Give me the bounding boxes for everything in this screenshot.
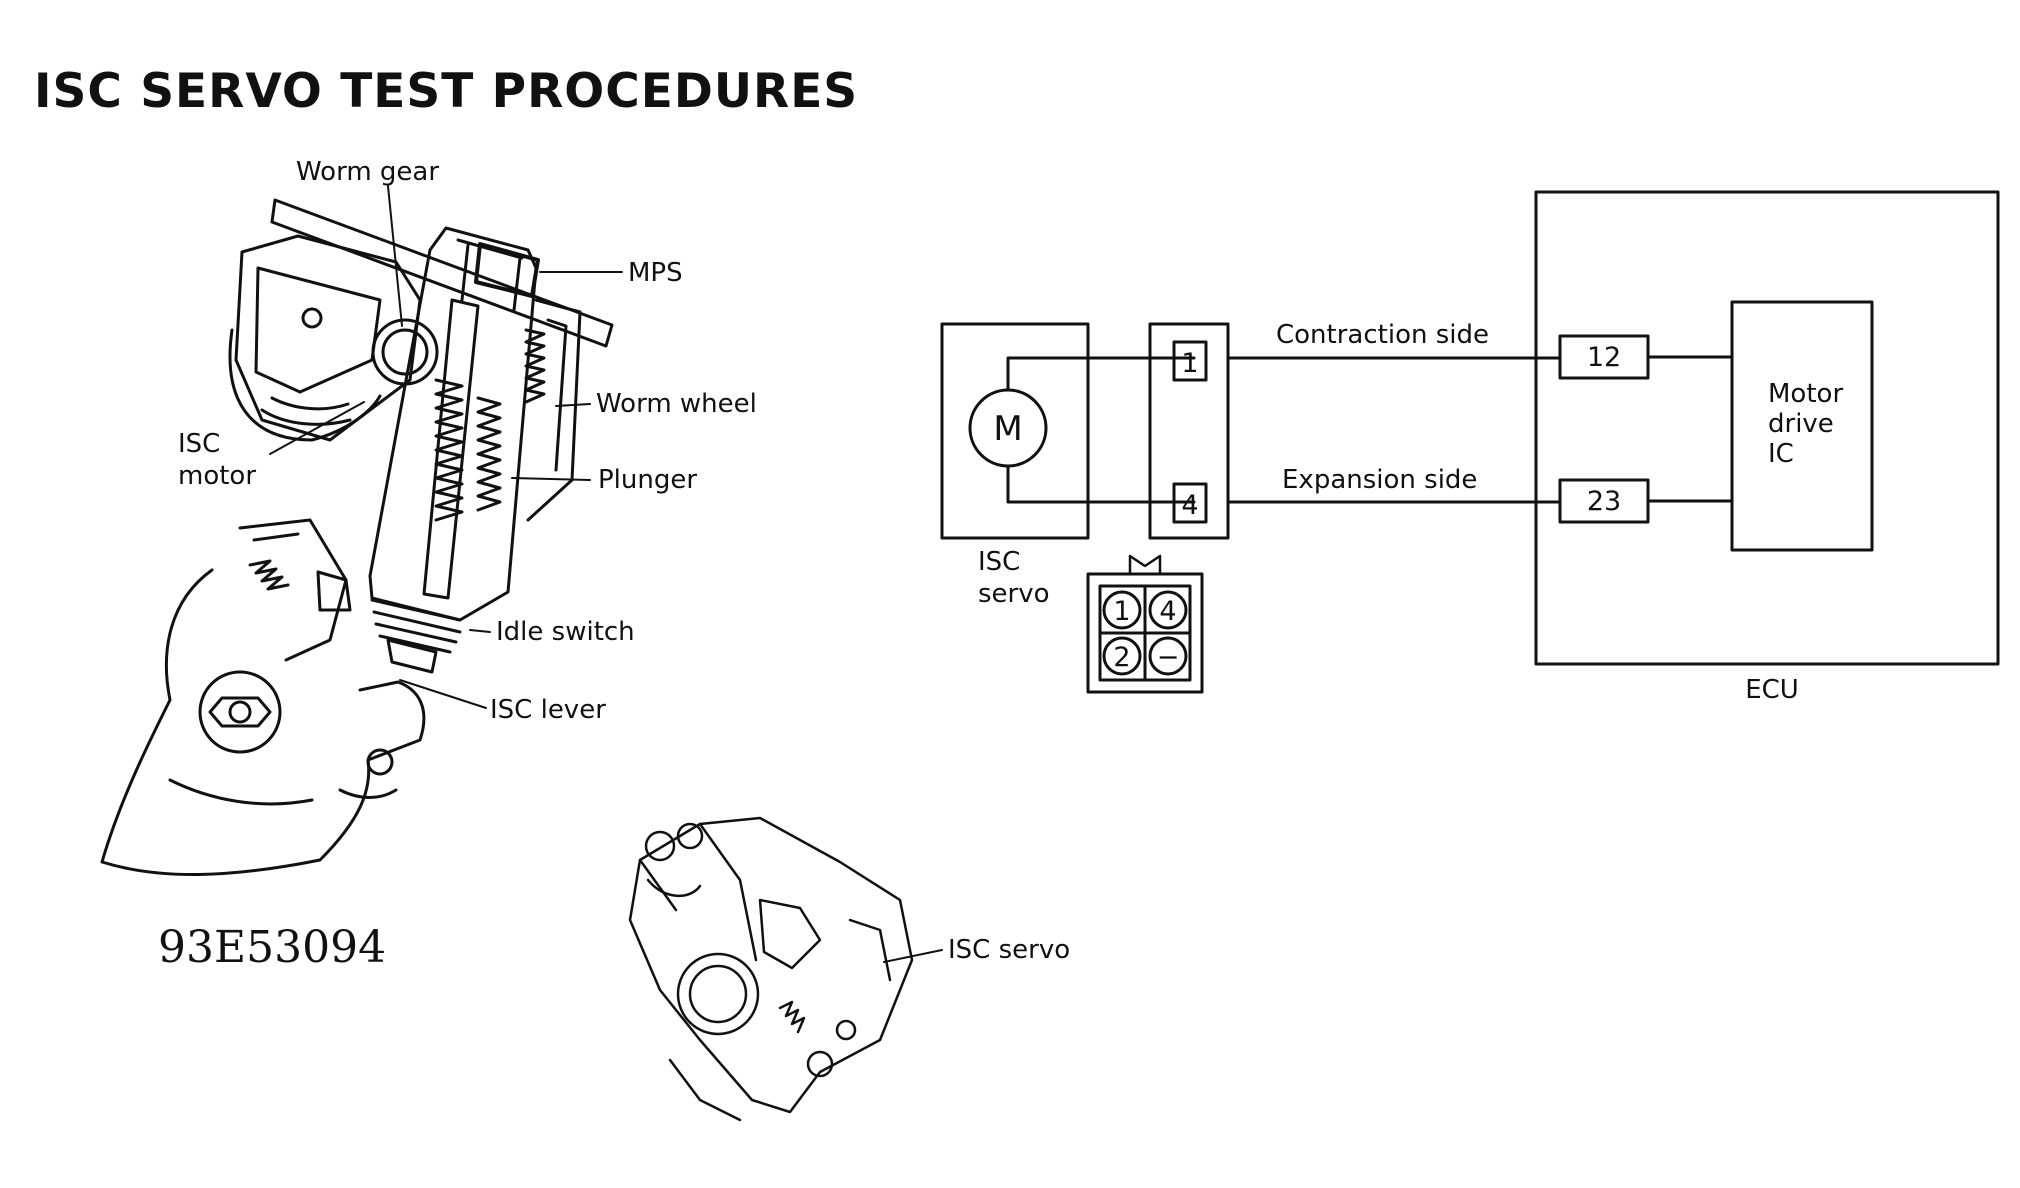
connector-block [1148, 322, 1230, 540]
motor-drive-ic-box [1730, 300, 1874, 552]
label-expansion-side: Expansion side [1282, 465, 1477, 495]
label-worm-wheel: Worm wheel [596, 389, 757, 419]
label-isc-motor-line1: ISC [178, 429, 220, 459]
label-contraction-side: Contraction side [1276, 320, 1489, 350]
face-pin-2: 2 [1113, 642, 1130, 673]
label-idle-switch: Idle switch [496, 617, 635, 647]
servo-label-line1: ISC [978, 547, 1020, 577]
connector-pin-4-box [1172, 482, 1208, 524]
page-title: ISC SERVO TEST PROCEDURES [34, 64, 859, 119]
label-isc-servo-photo: ISC servo [948, 935, 1070, 965]
label-worm-gear: Worm gear [296, 157, 439, 187]
isc-servo-leader-line [883, 949, 943, 963]
ic-label-line1: Motor [1768, 379, 1843, 409]
cutaway-leader-lines [269, 185, 623, 709]
connector-pin-1: 1 [1181, 348, 1198, 379]
isc-servo-box [940, 322, 1090, 540]
servo-wire-top [1006, 356, 1196, 392]
throttle-body-illustration [628, 816, 914, 1122]
ecu-pin-23: 23 [1587, 486, 1621, 517]
ecu-label: ECU [1745, 675, 1799, 705]
face-pin-1: 1 [1113, 596, 1130, 627]
figure-number: 93E53094 [158, 922, 387, 973]
face-pin-minus: − [1157, 642, 1180, 673]
servo-wire-bottom [1006, 464, 1196, 504]
isc-servo-cutaway [100, 198, 614, 877]
label-isc-lever: ISC lever [490, 695, 606, 725]
ic-label-line2: drive [1768, 409, 1834, 439]
label-plunger: Plunger [598, 465, 697, 495]
label-mps: MPS [628, 258, 683, 288]
motor-symbol-label: M [993, 409, 1022, 449]
connector-pin-1-box [1172, 340, 1208, 382]
connector-face-view [1086, 554, 1204, 694]
ecu-pin-12: 12 [1587, 342, 1621, 373]
servo-label-line2: servo [978, 579, 1050, 609]
connector-pin-4: 4 [1181, 490, 1198, 521]
ic-label-line3: IC [1768, 439, 1794, 469]
ecu-box [1534, 190, 2000, 666]
face-pin-4: 4 [1159, 596, 1176, 627]
label-isc-motor-line2: motor [178, 461, 256, 491]
